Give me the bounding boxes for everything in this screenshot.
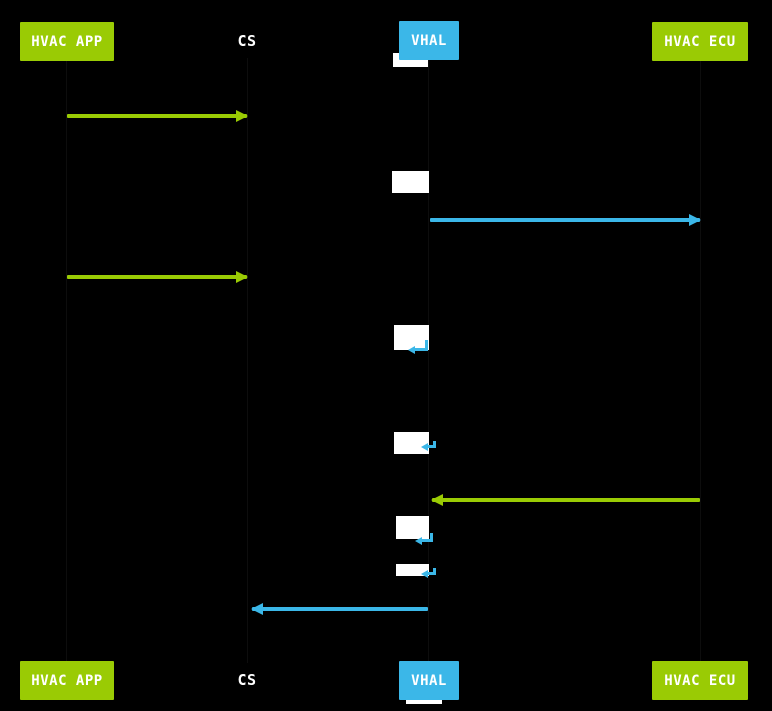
arrow-head-icon: [236, 271, 248, 283]
participant-cs-b[interactable]: CS: [237, 671, 257, 689]
activation-bar: [394, 325, 429, 350]
arrow-shaft: [432, 498, 700, 502]
self-arrow-horizontal-segment: [420, 539, 433, 542]
self-arrow-horizontal-segment: [426, 572, 436, 575]
arrow-head-icon: [689, 214, 701, 226]
self-arrow-vertical-segment: [430, 533, 433, 539]
self-arrow-horizontal-segment: [426, 445, 436, 448]
self-arrow-vertical-segment: [433, 568, 436, 572]
participant-hvac-app[interactable]: HVAC APP: [20, 22, 114, 61]
self-message-arrow: [408, 340, 433, 354]
self-arrow-horizontal-segment: [413, 348, 428, 351]
lifeline-hvac-ecu: [700, 61, 701, 661]
activation-bar: [396, 564, 429, 576]
participant-vhal-b[interactable]: VHAL: [399, 661, 459, 700]
arrow-head-icon: [251, 603, 263, 615]
arrow-head-icon: [431, 494, 443, 506]
arrow-shaft: [252, 607, 428, 611]
self-arrow-head-icon: [421, 443, 428, 451]
self-arrow-head-icon: [408, 346, 415, 354]
self-arrow-head-icon: [415, 537, 422, 545]
self-message-arrow: [421, 441, 441, 451]
arrow-shaft: [67, 114, 247, 118]
arrow-shaft: [430, 218, 700, 222]
participant-hvac-ecu-b[interactable]: HVAC ECU: [652, 661, 748, 700]
participant-cs[interactable]: CS: [237, 32, 257, 50]
lifeline-cs: [247, 58, 248, 663]
activation-bar: [394, 432, 429, 454]
arrow-head-icon: [236, 110, 248, 122]
participant-hvac-app-b[interactable]: HVAC APP: [20, 661, 114, 700]
self-message-arrow: [415, 533, 438, 545]
arrow-shaft: [67, 275, 247, 279]
participant-vhal[interactable]: VHAL: [399, 21, 459, 60]
activation-bar: [392, 171, 429, 193]
self-message-arrow: [421, 568, 441, 578]
self-arrow-vertical-segment: [433, 441, 436, 445]
lifeline-hvac-app: [66, 61, 67, 661]
activation-bar: [396, 516, 429, 539]
self-arrow-vertical-segment: [425, 340, 428, 348]
self-arrow-head-icon: [421, 570, 428, 578]
lifeline-vhal: [428, 60, 429, 661]
participant-hvac-ecu[interactable]: HVAC ECU: [652, 22, 748, 61]
